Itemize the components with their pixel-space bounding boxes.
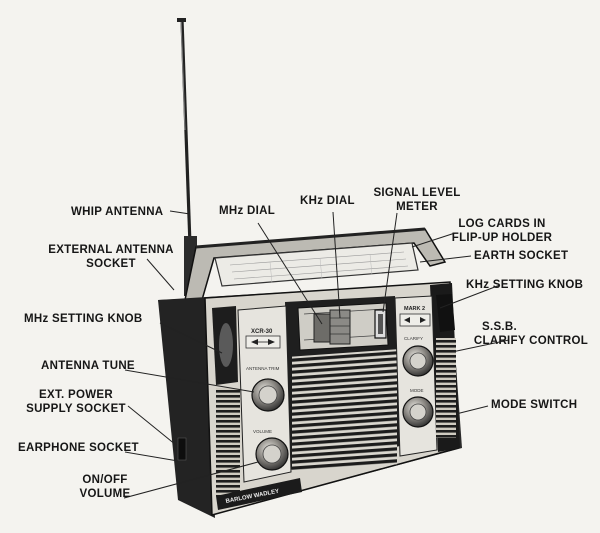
label-on-off-volume: ON/OFF VOLUME [60, 473, 150, 501]
mode-knob [402, 396, 434, 428]
leader-earphone [124, 451, 179, 462]
right-grille [436, 338, 456, 438]
leader-on-off [123, 461, 259, 499]
clarify-knob [402, 345, 434, 377]
carry-handle [184, 227, 447, 301]
log-card-holder [214, 242, 419, 287]
volume-text: VOLUME [253, 429, 272, 434]
leader-external-antenna [146, 258, 175, 291]
label-antenna-tune: ANTENNA TUNE [41, 360, 135, 372]
earphone-socket [177, 437, 187, 461]
mode-text: MODE [410, 388, 424, 393]
volume-knob [255, 437, 289, 471]
label-mhz-setting-knob: MHz SETTING KNOB [24, 313, 143, 325]
brand-strip [216, 478, 302, 510]
label-khz-dial: KHz DIAL [300, 195, 355, 207]
leader-earth-socket [419, 255, 472, 263]
clarify-text: CLARIFY [404, 336, 423, 341]
label-ssb-line1: S.S.B. [482, 321, 518, 333]
label-on-off-line1: ON/OFF [82, 474, 128, 486]
antenna-tune-knob [251, 378, 285, 412]
leader-whip-antenna [169, 210, 191, 215]
label-log-cards: LOG CARDS IN FLIP-UP HOLDER [448, 217, 556, 245]
label-ssb-line2: CLARIFY CONTROL [473, 335, 589, 347]
leader-mhz-knob [159, 322, 223, 354]
label-signal-level-meter: SIGNAL LEVEL METER [372, 186, 462, 214]
leader-mode-switch [455, 405, 489, 415]
label-ssb-clarify-control: S.S.B. CLARIFY CONTROL [470, 320, 592, 348]
leader-antenna-tune [124, 369, 255, 393]
leader-ssb-clarify [451, 339, 510, 353]
mark-text: MARK 2 [404, 306, 425, 312]
label-whip-antenna: WHIP ANTENNA [71, 206, 164, 218]
label-signal-level-meter-line2: METER [396, 201, 438, 213]
label-on-off-line2: VOLUME [79, 488, 131, 500]
label-external-antenna-socket: EXTERNAL ANTENNA SOCKET [46, 243, 176, 271]
leader-ext-power [127, 405, 177, 446]
speaker-grille [292, 349, 397, 472]
leader-log-cards [411, 232, 456, 248]
label-ext-power-supply: EXT. POWER SUPPLY SOCKET [20, 388, 132, 416]
label-log-cards-line1: LOG CARDS IN [458, 218, 546, 230]
leader-signal-meter [382, 212, 398, 313]
leader-khz-dial [332, 211, 341, 319]
label-earphone-socket: EARPHONE SOCKET [18, 442, 139, 454]
mhz-dial-drum [313, 313, 331, 343]
label-mhz-dial: MHz DIAL [219, 205, 276, 217]
left-grille [216, 388, 240, 496]
leader-lines [123, 210, 510, 499]
label-external-antenna-socket-line1: EXTERNAL ANTENNA [48, 244, 174, 256]
label-signal-level-meter-line1: SIGNAL LEVEL [373, 187, 461, 199]
signal-meter [374, 309, 387, 339]
label-external-antenna-socket-line2: SOCKET [86, 258, 136, 270]
label-ext-power-line2: SUPPLY SOCKET [26, 403, 126, 415]
label-khz-setting-knob: KHz SETTING KNOB [466, 279, 584, 291]
leader-khz-knob [439, 284, 501, 309]
model-text: XCR-30 [251, 329, 273, 335]
leader-mhz-dial [257, 222, 323, 325]
antenna-trim-text: ANTENNA TRIM [246, 366, 280, 371]
label-log-cards-line2: FLIP-UP HOLDER [451, 232, 553, 244]
label-ext-power-line1: EXT. POWER [39, 389, 113, 401]
label-mode-switch: MODE SWITCH [491, 399, 578, 411]
label-earth-socket: EARTH SOCKET [474, 250, 569, 262]
